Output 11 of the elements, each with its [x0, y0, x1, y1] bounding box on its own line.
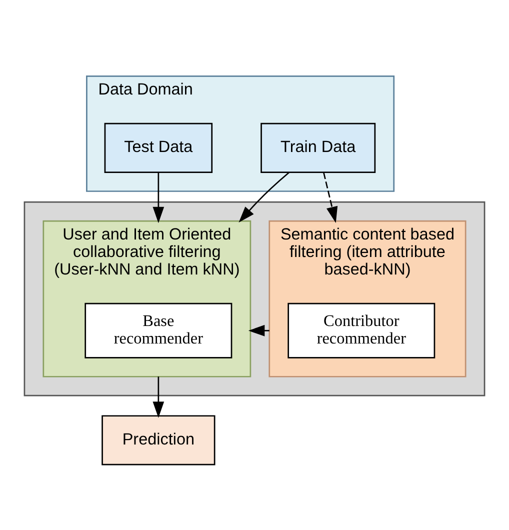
arrow: [248, 324, 270, 336]
cluster: [24, 201, 486, 396]
arrow: [238, 172, 290, 223]
arrow: [152, 376, 164, 418]
node-box: Test Data: [104, 122, 213, 173]
arrow: [323, 172, 338, 224]
node-box: Prediction: [102, 415, 216, 466]
node-box: Contributor recommender: [288, 302, 436, 358]
node-box: Base recommender: [84, 302, 232, 358]
node-box: Train Data: [260, 122, 376, 173]
arrow: [152, 172, 164, 224]
